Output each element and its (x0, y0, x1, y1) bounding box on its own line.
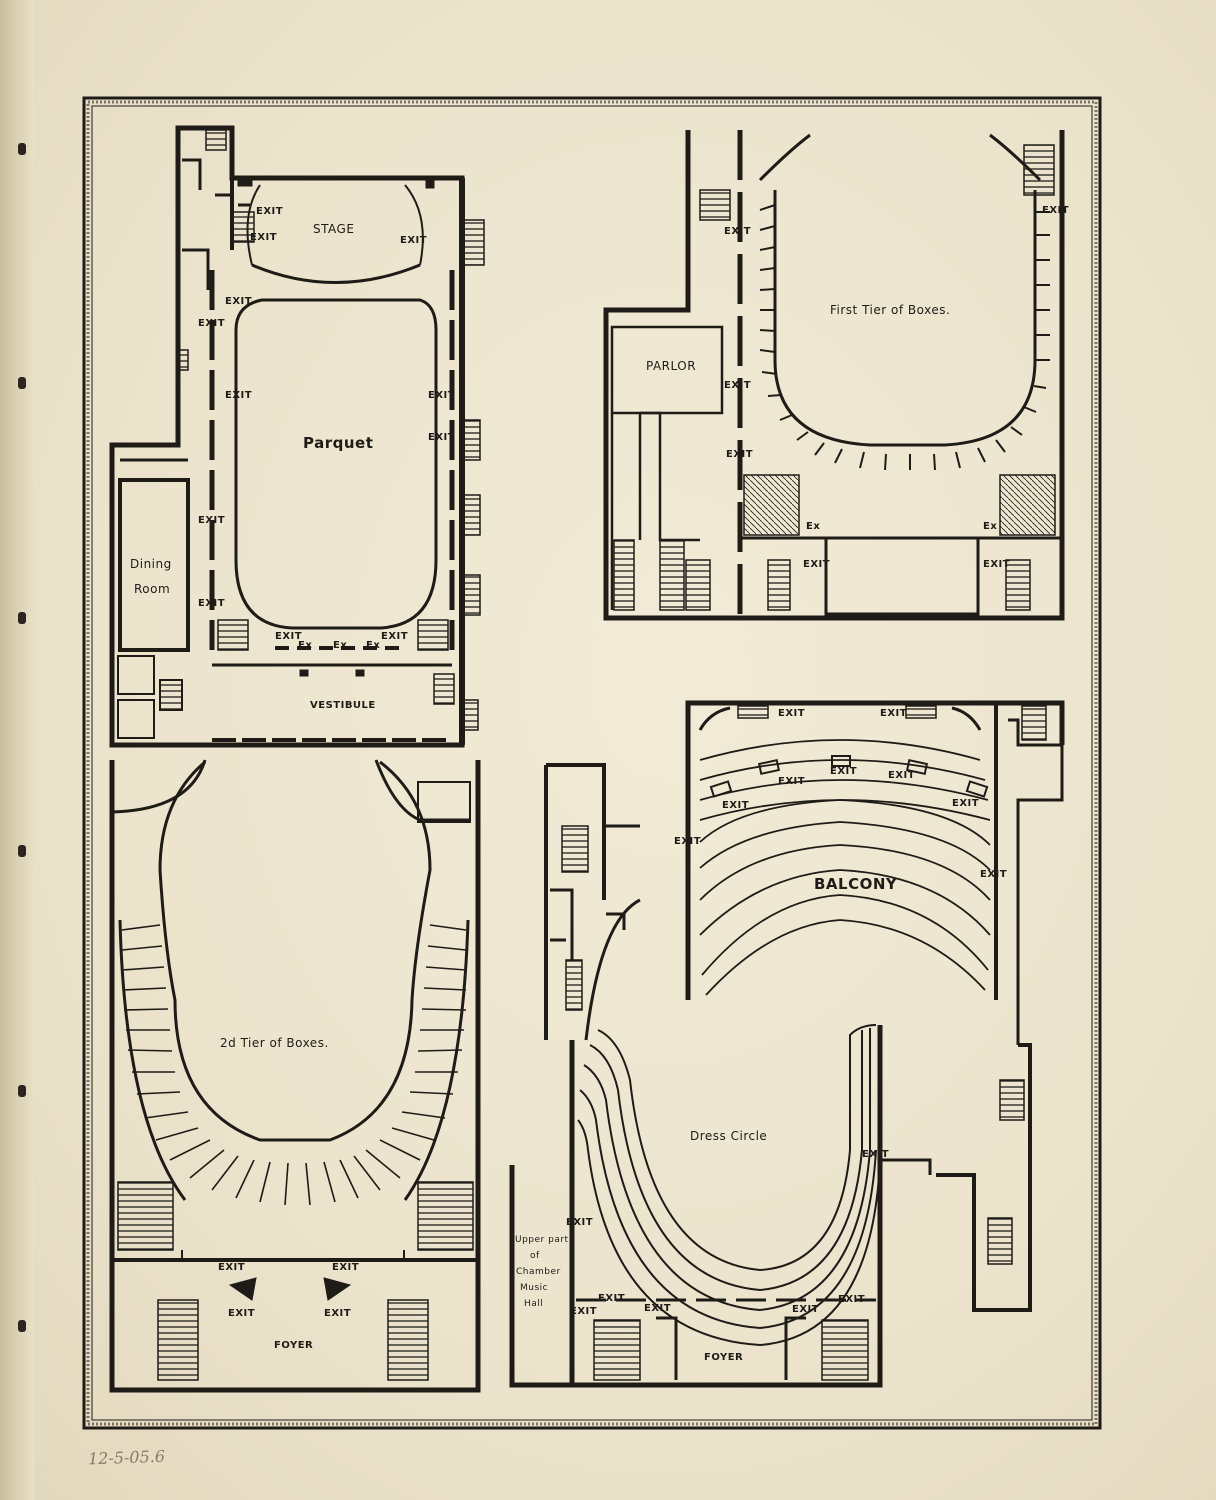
chamber-note-line: Music (520, 1283, 548, 1293)
exit-label: EXIT (830, 766, 857, 777)
exit-label: EXIT (566, 1217, 593, 1228)
exit-label: EXIT (838, 1294, 865, 1305)
exit-label: EXIT (598, 1293, 625, 1304)
ex-label: Ex (983, 521, 997, 532)
exit-label: EXIT (792, 1304, 819, 1315)
binding-hole (18, 845, 26, 857)
chamber-note-line: of (530, 1251, 540, 1261)
binding-hole (18, 377, 26, 389)
parquet-plan (109, 125, 485, 748)
ex-label: Ex (298, 640, 312, 651)
exit-label: EXIT (228, 1308, 255, 1319)
exit-label: EXIT (952, 798, 979, 809)
exit-label: EXIT (198, 598, 225, 609)
exit-label: EXIT (218, 1262, 245, 1273)
exit-label: EXIT (980, 869, 1007, 880)
exit-label: EXIT (880, 708, 907, 719)
exit-label: EXIT (644, 1303, 671, 1314)
binding-hole (18, 612, 26, 624)
room-label: Room (134, 582, 170, 596)
dining-label: Dining (130, 557, 172, 571)
dress-circle-plan (509, 763, 1032, 1388)
exit-label: EXIT (1042, 205, 1069, 216)
ex-label: Ex (806, 521, 820, 532)
first-tier-labels: First Tier of Boxes. PARLOR EXIT EXIT EX… (646, 205, 1069, 570)
dress-circle-labels: Dress Circle FOYER EXIT EXIT EXIT EXIT E… (515, 1129, 889, 1363)
binding-gutter (0, 0, 34, 1500)
exit-label: EXIT (862, 1149, 889, 1160)
first-tier-title: First Tier of Boxes. (830, 303, 950, 317)
dress-circle-title: Dress Circle (690, 1129, 767, 1143)
exit-label: EXIT (726, 449, 753, 460)
exit-label: EXIT (250, 232, 277, 243)
exit-label: EXIT (674, 836, 701, 847)
exit-label: EXIT (778, 708, 805, 719)
page-border (82, 96, 1102, 1430)
chamber-note-line: Hall (524, 1299, 543, 1309)
foyer-label: FOYER (704, 1352, 743, 1363)
balcony-labels: BALCONY EXIT EXIT EXIT EXIT EXIT EXIT EX… (674, 708, 1007, 893)
exit-label: EXIT (888, 770, 915, 781)
balcony-plan (685, 700, 1065, 1045)
first-tier-plan (603, 130, 1065, 621)
second-tier-title: 2d Tier of Boxes. (220, 1036, 329, 1050)
handwritten-date-note: 12-5-05.6 (87, 1446, 166, 1469)
exit-label: EXIT (400, 235, 427, 246)
exit-label: EXIT (198, 318, 225, 329)
second-tier-labels: 2d Tier of Boxes. FOYER EXIT EXIT EXIT E… (218, 1036, 359, 1351)
ex-label: Ex (333, 640, 347, 651)
exit-label: EXIT (722, 800, 749, 811)
exit-label: EXIT (803, 559, 830, 570)
exit-label: EXIT (570, 1306, 597, 1317)
exit-label: EXIT (198, 515, 225, 526)
chamber-note-line: Upper part (515, 1235, 569, 1245)
binding-hole (18, 143, 26, 155)
exit-label: EXIT (332, 1262, 359, 1273)
exit-label: EXIT (256, 206, 283, 217)
exit-label: EXIT (724, 380, 751, 391)
exit-label: EXIT (324, 1308, 351, 1319)
exit-label: EXIT (778, 776, 805, 787)
balcony-title: BALCONY (814, 875, 898, 893)
foyer-label: FOYER (274, 1340, 313, 1351)
binding-hole (18, 1085, 26, 1097)
exit-label: EXIT (225, 296, 252, 307)
exit-label: EXIT (428, 432, 455, 443)
parquet-labels: STAGE Parquet VESTIBULE Dining Room EXIT… (130, 206, 455, 711)
chamber-note-line: Chamber (516, 1267, 561, 1277)
vestibule-label: VESTIBULE (310, 700, 376, 711)
binding-hole (18, 1320, 26, 1332)
exit-label: EXIT (724, 226, 751, 237)
exit-label: EXIT (428, 390, 455, 401)
stage-label: STAGE (313, 222, 354, 236)
exit-label: EXIT (983, 559, 1010, 570)
exit-label: EXIT (275, 631, 302, 642)
exit-label: EXIT (225, 390, 252, 401)
ex-label: Ex (366, 640, 380, 651)
parquet-title: Parquet (303, 434, 373, 452)
parlor-label: PARLOR (646, 359, 696, 373)
second-tier-plan (109, 759, 481, 1393)
exit-label: EXIT (381, 631, 408, 642)
